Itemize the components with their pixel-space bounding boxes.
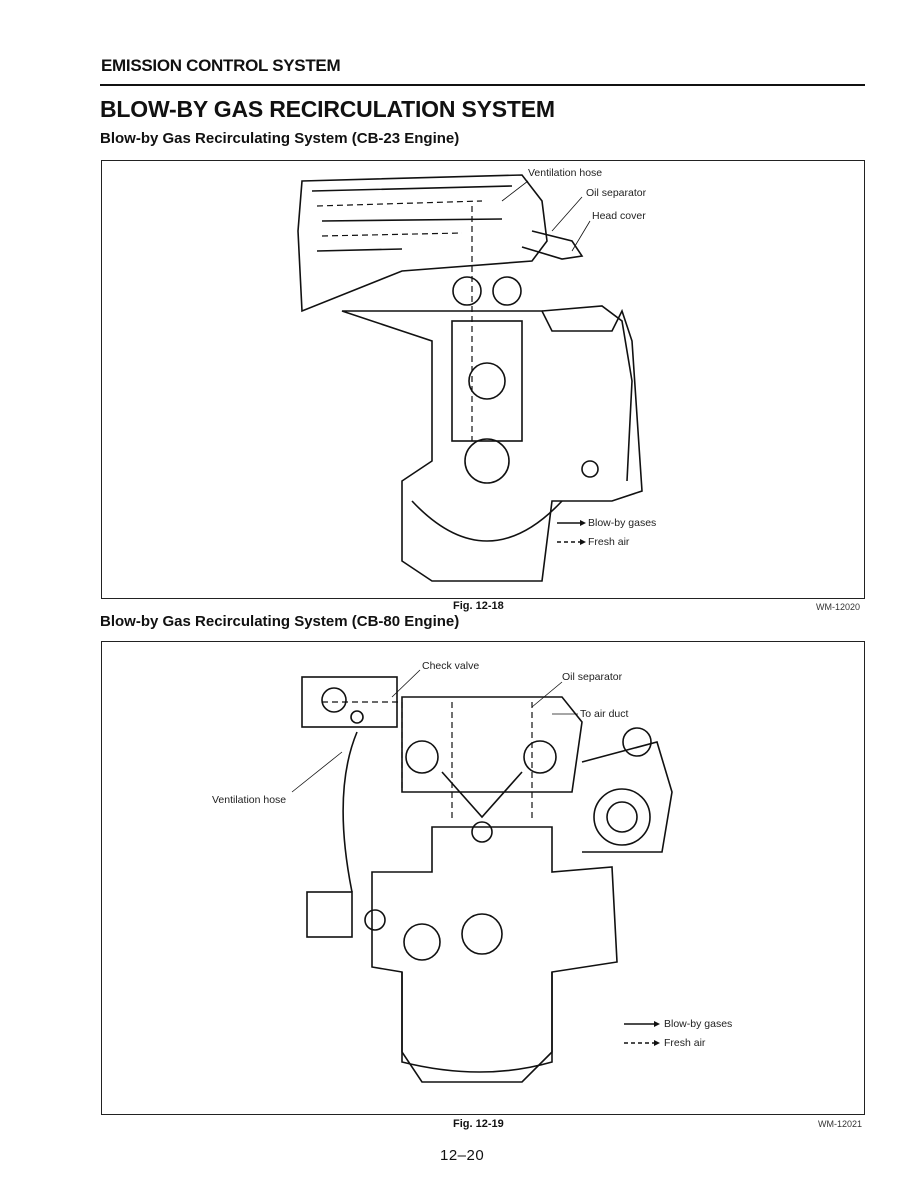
oil-separator-label: Oil separator xyxy=(586,187,647,199)
page-title: BLOW-BY GAS RECIRCULATION SYSTEM xyxy=(100,96,555,122)
cb80-engine-diagram xyxy=(291,669,673,1083)
figure2-subtitle: Blow-by Gas Recirculating System (CB-80 … xyxy=(100,613,460,630)
figure1-caption: Fig. 12-18 xyxy=(453,600,504,612)
legend-blowby-label: Blow-by gases xyxy=(664,1018,733,1030)
oil-separator-label: Oil separator xyxy=(562,671,623,683)
figure2-frame: Check valve Oil separator To air duct Ve… xyxy=(101,641,865,1115)
figure2-caption: Fig. 12-19 xyxy=(453,1118,504,1130)
figure2-code: WM-12021 xyxy=(818,1119,863,1129)
figure1-frame: Ventilation hose Oil separator Head cove… xyxy=(101,160,865,599)
figure1-code: WM-12020 xyxy=(816,602,861,612)
to-air-duct-label: To air duct xyxy=(580,708,629,720)
ventilation-hose-label: Ventilation hose xyxy=(212,794,287,806)
ventilation-hose-label: Ventilation hose xyxy=(528,167,603,179)
cb23-engine-diagram xyxy=(297,174,643,582)
head-cover-label: Head cover xyxy=(592,210,646,222)
header-rule xyxy=(100,84,865,86)
check-valve-label: Check valve xyxy=(422,660,480,672)
legend-blowby-label: Blow-by gases xyxy=(588,517,657,529)
page-number: 12–20 xyxy=(440,1147,485,1164)
section-header: EMISSION CONTROL SYSTEM xyxy=(101,56,341,75)
figure1-subtitle: Blow-by Gas Recirculating System (CB-23 … xyxy=(100,130,460,147)
legend-fresh-air-label: Fresh air xyxy=(588,536,630,548)
legend-fresh-air-label: Fresh air xyxy=(664,1037,706,1049)
